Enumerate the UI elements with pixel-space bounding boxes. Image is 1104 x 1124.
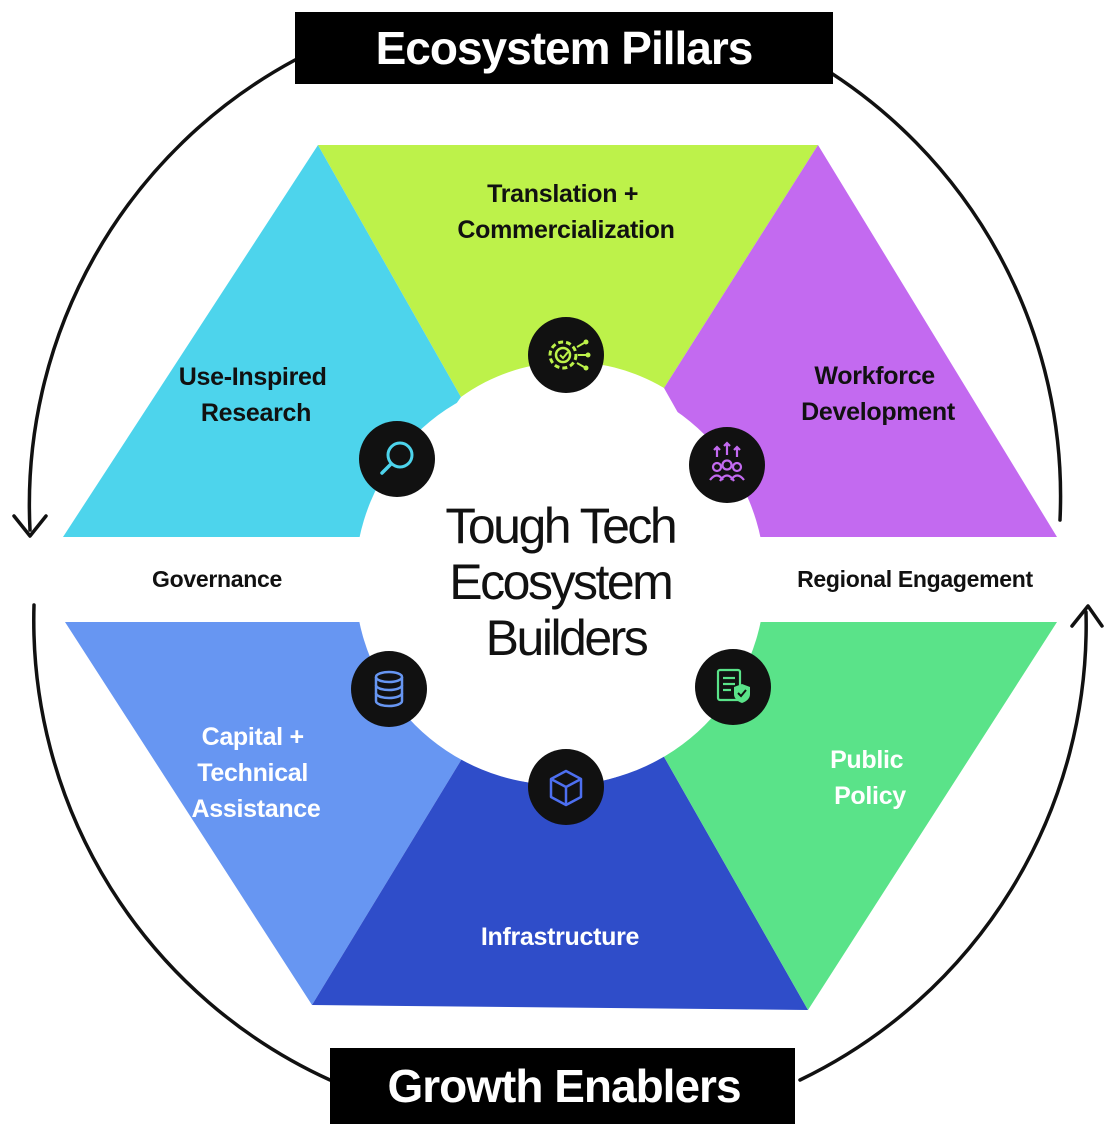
cube-icon (528, 749, 604, 825)
magnifier-icon (359, 421, 435, 497)
research-label-line-1: Use-Inspired (179, 363, 327, 391)
lower-cycle-arc (32, 603, 1088, 1082)
policy-wedge (663, 622, 1057, 1010)
capital-label-line-1: Capital + (202, 723, 304, 751)
gear-check-icon (528, 317, 604, 393)
right-arrow-head (1070, 604, 1104, 628)
policy-label: Public Policy (830, 746, 910, 810)
research-label-line-2: Research (201, 399, 311, 427)
bottom-banner-text: Growth Enablers (387, 1060, 740, 1112)
center-title: Tough Tech Ecosystem Builders (445, 498, 686, 666)
capital-label-line-3: Assistance (191, 795, 320, 823)
capital-label-line-2: Technical (197, 759, 308, 787)
governance-label: Governance (152, 566, 282, 592)
workforce-label-line-2: Development (801, 398, 956, 426)
enabler-wedges (65, 622, 1057, 1010)
research-label: Use-Inspired Research (179, 363, 334, 427)
infrastructure-label-line-1: Infrastructure (481, 923, 640, 951)
workforce-label: Workforce Development (801, 362, 956, 426)
policy-label-line-1: Public (830, 746, 904, 774)
center-title-line-3: Builders (486, 610, 648, 666)
top-banner: Ecosystem Pillars (295, 12, 833, 84)
top-banner-text: Ecosystem Pillars (376, 22, 753, 74)
center-title-line-2: Ecosystem (449, 554, 671, 610)
translation-label: Translation + Commercialization (457, 180, 674, 244)
translation-wedge (318, 145, 818, 397)
center-disc-inner (370, 390, 750, 770)
translation-label-line-2: Commercialization (457, 216, 674, 244)
cycle-arrows (12, 58, 1104, 1082)
translation-label-line-1: Translation + (487, 180, 638, 208)
policy-label-line-2: Policy (834, 782, 906, 810)
center-title-line-1: Tough Tech (445, 498, 675, 554)
research-wedge (63, 145, 461, 537)
capital-label: Capital + Technical Assistance (191, 723, 320, 823)
people-growth-icon (689, 427, 765, 503)
bottom-banner: Growth Enablers (330, 1048, 795, 1124)
regional-engagement-label: Regional Engagement (797, 566, 1033, 592)
infrastructure-label: Infrastructure (481, 923, 640, 951)
workforce-label-line-1: Workforce (814, 362, 935, 390)
document-shield-icon (695, 649, 771, 725)
upper-cycle-arc (27, 58, 1063, 532)
pillar-wedges (63, 145, 1057, 537)
left-arrow-head (12, 514, 48, 538)
workforce-wedge (664, 145, 1057, 537)
infrastructure-wedge (312, 755, 808, 1010)
database-icon (351, 651, 427, 727)
capital-wedge (65, 622, 463, 1005)
